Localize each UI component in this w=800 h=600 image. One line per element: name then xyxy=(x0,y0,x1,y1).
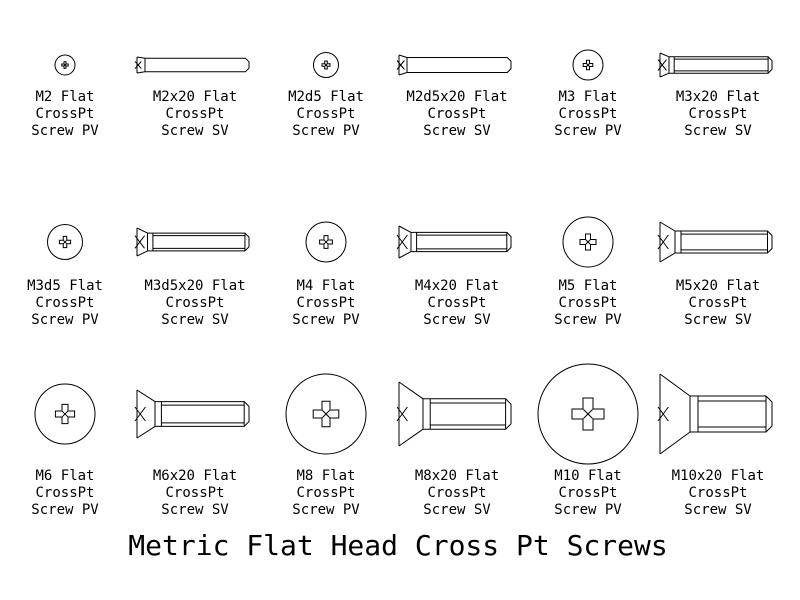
screw-side-view-symbol xyxy=(134,227,250,257)
screw-label-line: M3d5x20 Flat xyxy=(144,278,245,294)
screw-label-line: CrossPt xyxy=(35,295,94,311)
screw-label-line: Screw PV xyxy=(554,123,622,139)
screw-label-line: M5 Flat xyxy=(558,278,617,294)
screw-label-line: Screw PV xyxy=(292,312,360,328)
screw-label-line: M5x20 Flat xyxy=(676,278,760,294)
screw-label-line: M2d5 Flat xyxy=(288,89,364,105)
screw-label-line: Screw SV xyxy=(423,312,491,328)
screw-plan-view-symbol xyxy=(47,224,83,260)
screw-label-line: CrossPt xyxy=(35,485,94,501)
screw-label-line: CrossPt xyxy=(35,106,94,122)
screw-plan-view-symbol xyxy=(537,363,639,465)
screw-label-line: CrossPt xyxy=(165,485,224,501)
screw-label-line: M3x20 Flat xyxy=(676,89,760,105)
screw-label-line: M6x20 Flat xyxy=(153,468,237,484)
screw-label-line: M3 Flat xyxy=(558,89,617,105)
screw-label-line: Screw PV xyxy=(31,123,99,139)
screw-label-line: Screw SV xyxy=(423,123,491,139)
screw-label-line: CrossPt xyxy=(558,485,617,501)
screw-label-line: CrossPt xyxy=(296,485,355,501)
screw-label-line: Screw SV xyxy=(684,312,752,328)
screw-label-line: Screw SV xyxy=(684,502,752,518)
screw-side-view-symbol xyxy=(134,389,250,439)
screw-side-view-symbol xyxy=(657,52,773,78)
screw-side-view-symbol xyxy=(134,56,250,74)
screw-label-line: Screw SV xyxy=(684,123,752,139)
screw-plan-view-symbol xyxy=(562,216,614,268)
screw-side-view-symbol xyxy=(396,381,512,447)
screw-side-view-symbol xyxy=(396,54,512,76)
screw-label-line: CrossPt xyxy=(165,106,224,122)
screw-label-line: CrossPt xyxy=(427,485,486,501)
screw-label-line: CrossPt xyxy=(427,295,486,311)
screw-label-line: CrossPt xyxy=(688,295,747,311)
screw-label-line: Screw SV xyxy=(161,123,229,139)
screw-label-line: CrossPt xyxy=(558,295,617,311)
screw-side-view-symbol xyxy=(396,225,512,259)
screw-label-line: M10x20 Flat xyxy=(672,468,765,484)
screw-label-line: M8x20 Flat xyxy=(415,468,499,484)
screw-label-line: M6 Flat xyxy=(35,468,94,484)
screw-label-line: Screw SV xyxy=(161,502,229,518)
screw-label-line: M2 Flat xyxy=(35,89,94,105)
screw-plan-view-symbol xyxy=(305,221,347,263)
screw-label-line: M3d5 Flat xyxy=(27,278,103,294)
screw-plan-view-symbol xyxy=(54,54,76,76)
screw-plan-view-symbol xyxy=(572,49,604,81)
screw-label-line: Screw PV xyxy=(554,502,622,518)
screw-label-line: CrossPt xyxy=(296,106,355,122)
screw-label-line: M10 Flat xyxy=(554,468,621,484)
screw-label-line: Screw SV xyxy=(423,502,491,518)
screw-label-line: CrossPt xyxy=(296,295,355,311)
screw-side-view-symbol xyxy=(657,221,773,263)
screw-label-line: Screw PV xyxy=(554,312,622,328)
screw-label-line: Screw PV xyxy=(31,312,99,328)
screw-label-line: M4 Flat xyxy=(296,278,355,294)
screw-label-line: CrossPt xyxy=(427,106,486,122)
sheet-title: Metric Flat Head Cross Pt Screws xyxy=(128,529,667,562)
screw-label-line: CrossPt xyxy=(688,485,747,501)
screw-side-view-symbol xyxy=(657,373,773,455)
screw-label-line: M4x20 Flat xyxy=(415,278,499,294)
screw-plan-view-symbol xyxy=(313,52,339,78)
screw-plan-view-symbol xyxy=(34,383,96,445)
screw-label-line: Screw PV xyxy=(292,502,360,518)
screw-label-line: Screw SV xyxy=(161,312,229,328)
screw-label-line: M8 Flat xyxy=(296,468,355,484)
screw-label-line: CrossPt xyxy=(165,295,224,311)
screw-plan-view-symbol xyxy=(285,373,367,455)
screw-label-line: Screw PV xyxy=(292,123,360,139)
screw-label-line: M2d5x20 Flat xyxy=(406,89,507,105)
screw-label-line: Screw PV xyxy=(31,502,99,518)
screw-label-line: CrossPt xyxy=(558,106,617,122)
screw-label-line: CrossPt xyxy=(688,106,747,122)
screw-label-line: M2x20 Flat xyxy=(153,89,237,105)
